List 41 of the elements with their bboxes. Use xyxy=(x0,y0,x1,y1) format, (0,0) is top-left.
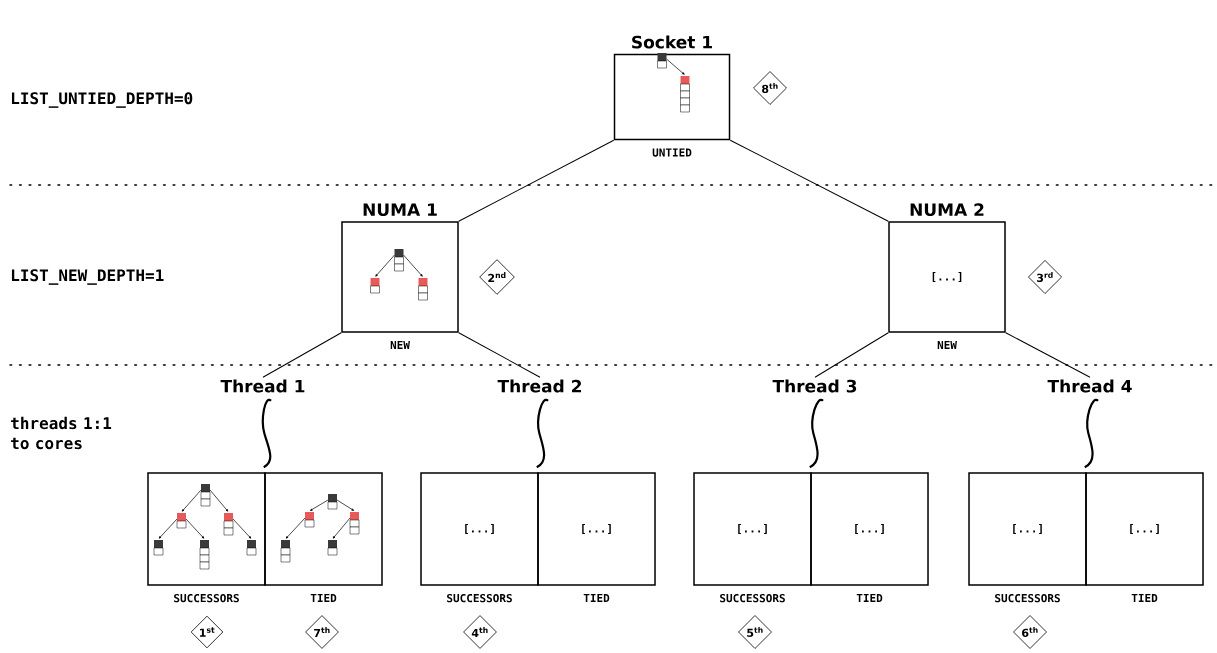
node-label: NUMA 1 xyxy=(363,203,437,217)
node-label: NUMA 2 xyxy=(910,203,984,217)
node-box: [...] NUMA 2 xyxy=(888,203,1006,333)
node-label: TIED xyxy=(856,593,883,602)
thread-squiggle xyxy=(1084,399,1099,469)
node-label: NEW xyxy=(937,340,957,349)
node-box: NUMA 1 xyxy=(341,203,459,333)
thread-squiggle xyxy=(536,399,549,469)
queue-box: [...] xyxy=(810,472,929,586)
node-box: Socket 1 xyxy=(613,35,731,141)
thread-label: Thread 4 xyxy=(1047,379,1132,393)
node-label: NEW xyxy=(390,340,410,349)
queue-box: [...] xyxy=(420,472,539,586)
node-label: UNTIED xyxy=(652,148,692,157)
node-label: TIED xyxy=(1131,593,1158,602)
level-label: LIST_NEW_DEPTH=1 xyxy=(11,269,164,285)
thread-label: Thread 3 xyxy=(772,379,857,393)
thread-label: Thread 2 xyxy=(497,379,582,393)
thread-squiggle xyxy=(809,399,824,469)
connector-line xyxy=(814,332,889,378)
connector-line xyxy=(458,332,541,378)
queue-box xyxy=(147,472,266,586)
node-label: SUCCESSORS xyxy=(995,593,1060,603)
level-label: LIST_UNTIED_DEPTH=0 xyxy=(11,92,193,108)
queue-box: [...] xyxy=(537,472,656,586)
connector-line xyxy=(458,139,615,222)
queue-box xyxy=(264,472,383,586)
node-label: TIED xyxy=(583,593,610,602)
node-label: SUCCESSORS xyxy=(447,593,512,603)
node-label: SUCCESSORS xyxy=(720,593,785,603)
queue-box: [...] xyxy=(693,472,812,586)
thread-label: Thread 1 xyxy=(220,379,305,393)
queue-box: [...] xyxy=(968,472,1087,586)
connector-line xyxy=(1005,332,1091,378)
node-label: Socket 1 xyxy=(632,35,712,49)
level-label: threads 1:1 to cores xyxy=(11,416,112,450)
node-label: TIED xyxy=(310,593,337,602)
connector-line xyxy=(729,139,889,222)
node-label: SUCCESSORS xyxy=(174,593,239,603)
connector-line xyxy=(262,332,342,378)
queue-box: [...] xyxy=(1085,472,1204,586)
